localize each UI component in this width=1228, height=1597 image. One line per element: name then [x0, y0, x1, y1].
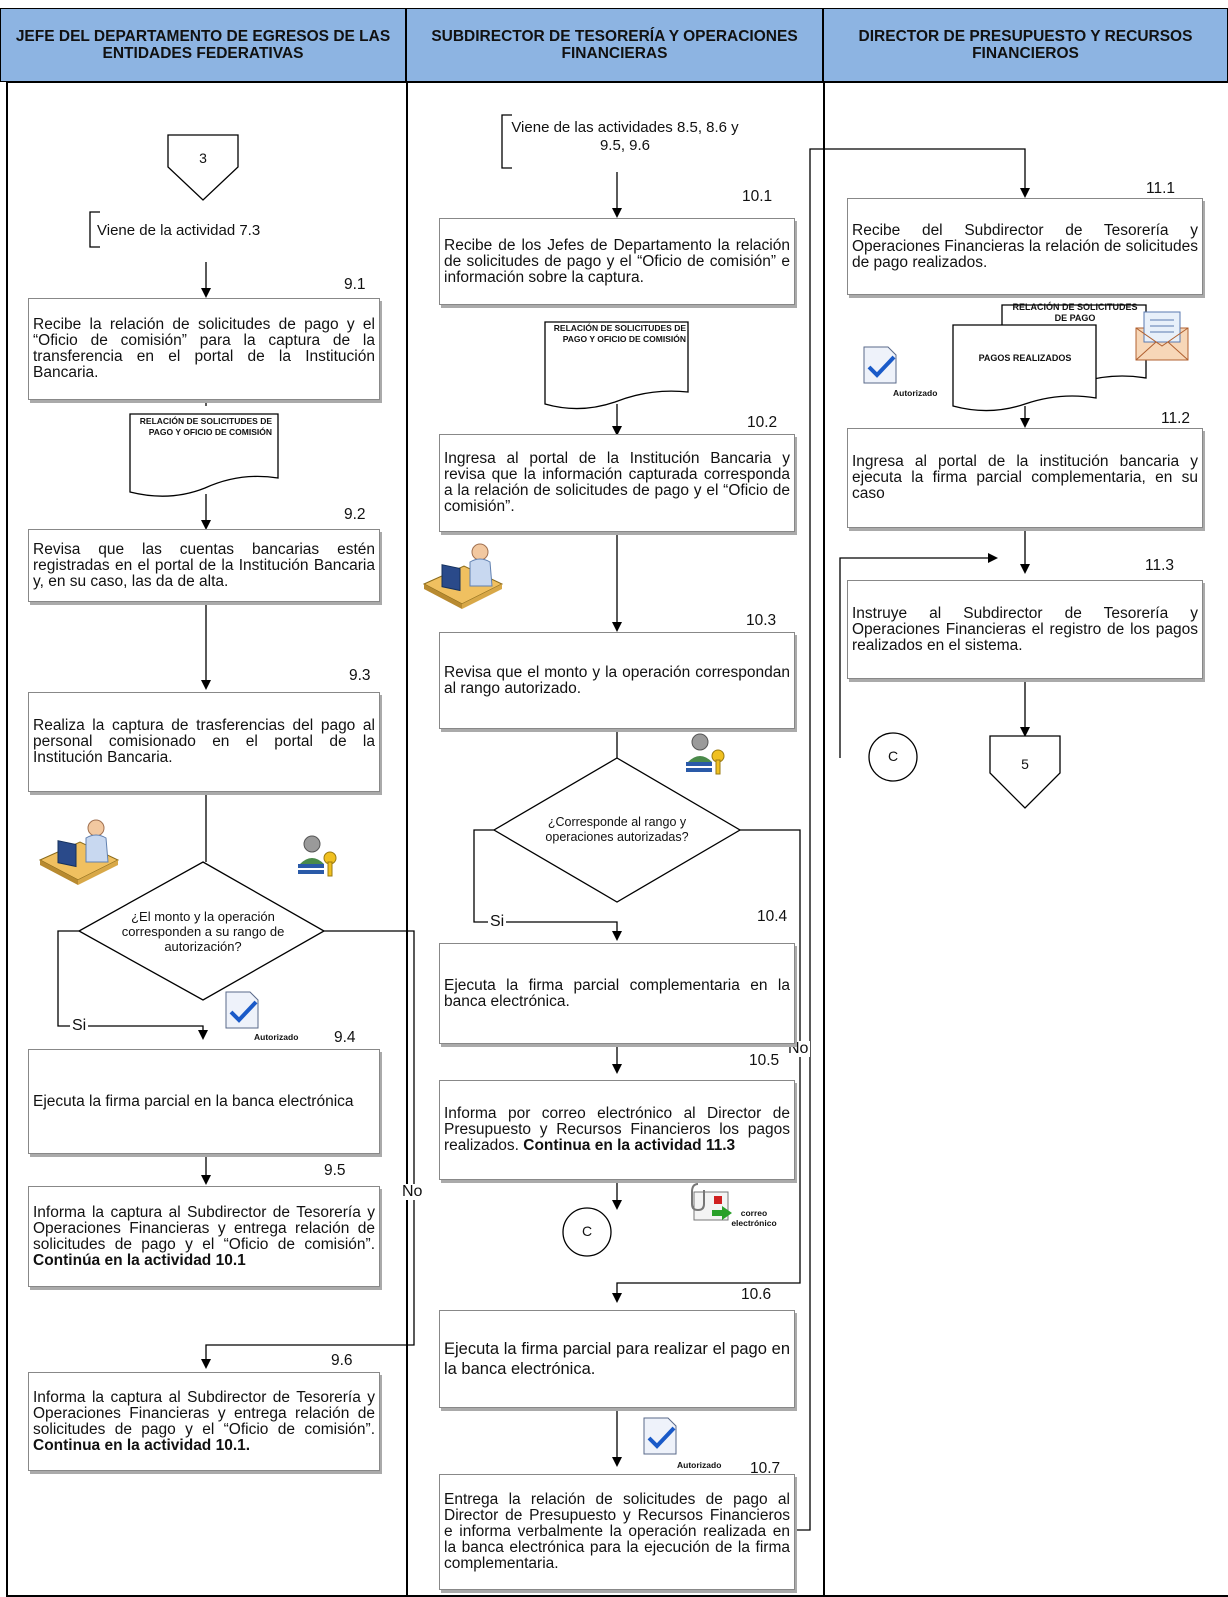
activity-10-2-text: Ingresa al portal de la Institución Banc…	[444, 450, 790, 515]
activity-9-5-text: Informa la captura al Subdirector de Tes…	[33, 1203, 375, 1253]
activity-9-6-text: Informa la captura al Subdirector de Tes…	[33, 1388, 375, 1438]
connector-c-1	[562, 1207, 612, 1257]
activity-9-1-text: Recibe la relación de solicitudes de pag…	[33, 316, 375, 381]
lane-header-3: DIRECTOR DE PRESUPUESTO Y RECURSOS FINAN…	[823, 8, 1228, 82]
connector-5-label: 5	[1021, 756, 1029, 772]
activity-10-6: Ejecuta la firma parcial para realizar e…	[439, 1310, 795, 1408]
activity-9-6-number: 9.6	[331, 1352, 353, 1369]
activity-9-5-number: 9.5	[324, 1162, 346, 1179]
authorized-doc-icon	[643, 1417, 677, 1455]
offpage-connector-5	[989, 735, 1061, 809]
origin-note-1: Viene de la actividad 7.3	[97, 222, 261, 239]
activity-10-5-continue: Continua en la actividad 11.3	[523, 1137, 736, 1154]
activity-11-3-number: 11.3	[1145, 557, 1175, 574]
activity-10-4-text: Ejecuta la firma parcial complementaria …	[444, 976, 790, 1010]
activity-10-4: Ejecuta la firma parcial complementaria …	[439, 943, 795, 1044]
activity-9-5-continue: Continúa en la actividad 10.1	[33, 1251, 246, 1269]
document-2-label: RELACIÓN DE SOLICITUDES DE PAGO Y OFICIO…	[553, 323, 686, 344]
activity-9-3-text: Realiza la captura de trasferencias del …	[33, 717, 375, 766]
document-shape-1	[129, 413, 279, 497]
activity-9-5: Informa la captura al Subdirector de Tes…	[28, 1186, 380, 1287]
activity-9-1-number: 9.1	[344, 276, 366, 293]
document-1-label: RELACIÓN DE SOLICITUDES DE PAGO Y OFICIO…	[139, 416, 272, 437]
activity-10-1-text: Recibe de los Jefes de Departamento la r…	[444, 236, 790, 286]
activity-10-2: Ingresa al portal de la Institución Banc…	[439, 434, 795, 532]
authorized-caption-3: Autorizado	[893, 388, 938, 398]
connector-c-1-label: C	[581, 1223, 593, 1239]
activity-9-3-number: 9.3	[349, 667, 371, 684]
activity-10-5: Informa por correo electrónico al Direct…	[439, 1080, 795, 1180]
lane-header-2: SUBDIRECTOR DE TESORERÍA Y OPERACIONES F…	[406, 8, 823, 82]
activity-10-4-number: 10.4	[757, 908, 788, 925]
key-user-icon	[686, 733, 725, 775]
activity-10-5-number: 10.5	[749, 1052, 780, 1069]
activity-9-2-text: Revisa que las cuentas bancarias estén r…	[33, 540, 375, 590]
decision-2-no: No	[786, 1040, 811, 1057]
connector-c-2-label: C	[887, 748, 899, 764]
offpage-connector-3	[167, 134, 239, 201]
decision-2-yes: Si	[488, 913, 507, 930]
activity-11-3-text: Instruye al Subdirector de Tesorería y O…	[852, 604, 1198, 654]
activity-10-1-number: 10.1	[742, 188, 773, 205]
email-attachment-icon	[691, 1183, 732, 1221]
activity-10-5-text: Informa por correo electrónico al Direct…	[444, 1105, 790, 1154]
decision-1-no: No	[400, 1183, 425, 1200]
activity-10-3: Revisa que el monto y la operación corre…	[439, 632, 795, 729]
activity-10-7: Entrega la relación de solicitudes de pa…	[439, 1474, 795, 1590]
activity-10-6-text: Ejecuta la firma parcial para realizar e…	[444, 1340, 790, 1378]
decision-2-text: ¿Corresponde al rango y operaciones auto…	[545, 815, 689, 844]
activity-9-1: Recibe la relación de solicitudes de pag…	[28, 298, 380, 400]
connector-3-label: 3	[199, 150, 207, 166]
activity-9-4: Ejecuta la firma parcial en la banca ele…	[28, 1049, 380, 1154]
activity-11-1-text: Recibe del Subdirector de Tesorería y Op…	[852, 221, 1198, 271]
activity-10-1: Recibe de los Jefes de Departamento la r…	[439, 218, 795, 305]
decision-1-yes: Si	[70, 1017, 89, 1034]
activity-10-7-text: Entrega la relación de solicitudes de pa…	[444, 1491, 790, 1572]
email-caption: correo electrónico	[731, 1208, 777, 1228]
activity-9-3: Realiza la captura de trasferencias del …	[28, 692, 380, 792]
computer-user-icon	[38, 819, 120, 885]
authorized-caption-2: Autorizado	[677, 1460, 722, 1470]
authorized-caption-1: Autorizado	[254, 1032, 299, 1042]
computer-user-icon	[422, 543, 504, 609]
activity-9-6: Informa la captura al Subdirector de Tes…	[28, 1372, 380, 1471]
activity-10-7-number: 10.7	[750, 1460, 781, 1477]
document-back-label: RELACIÓN DE SOLICITUDES DE PAGO	[1012, 302, 1138, 323]
activity-11-3: Instruye al Subdirector de Tesorería y O…	[847, 580, 1203, 679]
activity-11-2-text: Ingresa al portal de la institución banc…	[852, 453, 1198, 502]
activity-10-3-text: Revisa que el monto y la operación corre…	[444, 663, 790, 697]
authorized-doc-icon	[863, 346, 897, 384]
activity-10-6-number: 10.6	[741, 1286, 772, 1303]
decision-diamond-1	[77, 861, 326, 1001]
activity-10-2-number: 10.2	[747, 414, 778, 431]
decision-diamond-2	[492, 757, 742, 903]
lane-header-1: JEFE DEL DEPARTAMENTO DE EGRESOS DE LAS …	[0, 8, 406, 82]
activity-9-2-number: 9.2	[344, 506, 366, 523]
document-shape-front	[952, 324, 1097, 412]
document-front-label: PAGOS REALIZADOS	[978, 353, 1072, 363]
note-bracket-2	[501, 114, 512, 169]
document-shape-2	[544, 321, 689, 410]
connector-c-2	[868, 732, 918, 782]
activity-9-6-continue: Continua en la actividad 10.1.	[33, 1436, 251, 1454]
activity-11-1: Recibe del Subdirector de Tesorería y Op…	[847, 198, 1203, 295]
activity-11-2-number: 11.2	[1161, 410, 1191, 427]
activity-9-4-number: 9.4	[334, 1029, 356, 1046]
envelope-icon	[1135, 311, 1189, 361]
decision-1-text: ¿El monto y la operación corresponden a …	[121, 909, 285, 954]
activity-11-2: Ingresa al portal de la institución banc…	[847, 428, 1203, 528]
key-user-icon	[298, 835, 337, 877]
origin-note-2: Viene de las actividades 8.5, 8.6 y 9.5,…	[511, 119, 739, 154]
authorized-doc-icon	[225, 991, 259, 1029]
activity-11-1-number: 11.1	[1146, 180, 1176, 197]
activity-9-2: Revisa que las cuentas bancarias estén r…	[28, 529, 380, 602]
activity-9-4-text: Ejecuta la firma parcial en la banca ele…	[33, 1092, 354, 1110]
note-bracket-1	[89, 211, 100, 248]
activity-10-3-number: 10.3	[746, 612, 777, 629]
